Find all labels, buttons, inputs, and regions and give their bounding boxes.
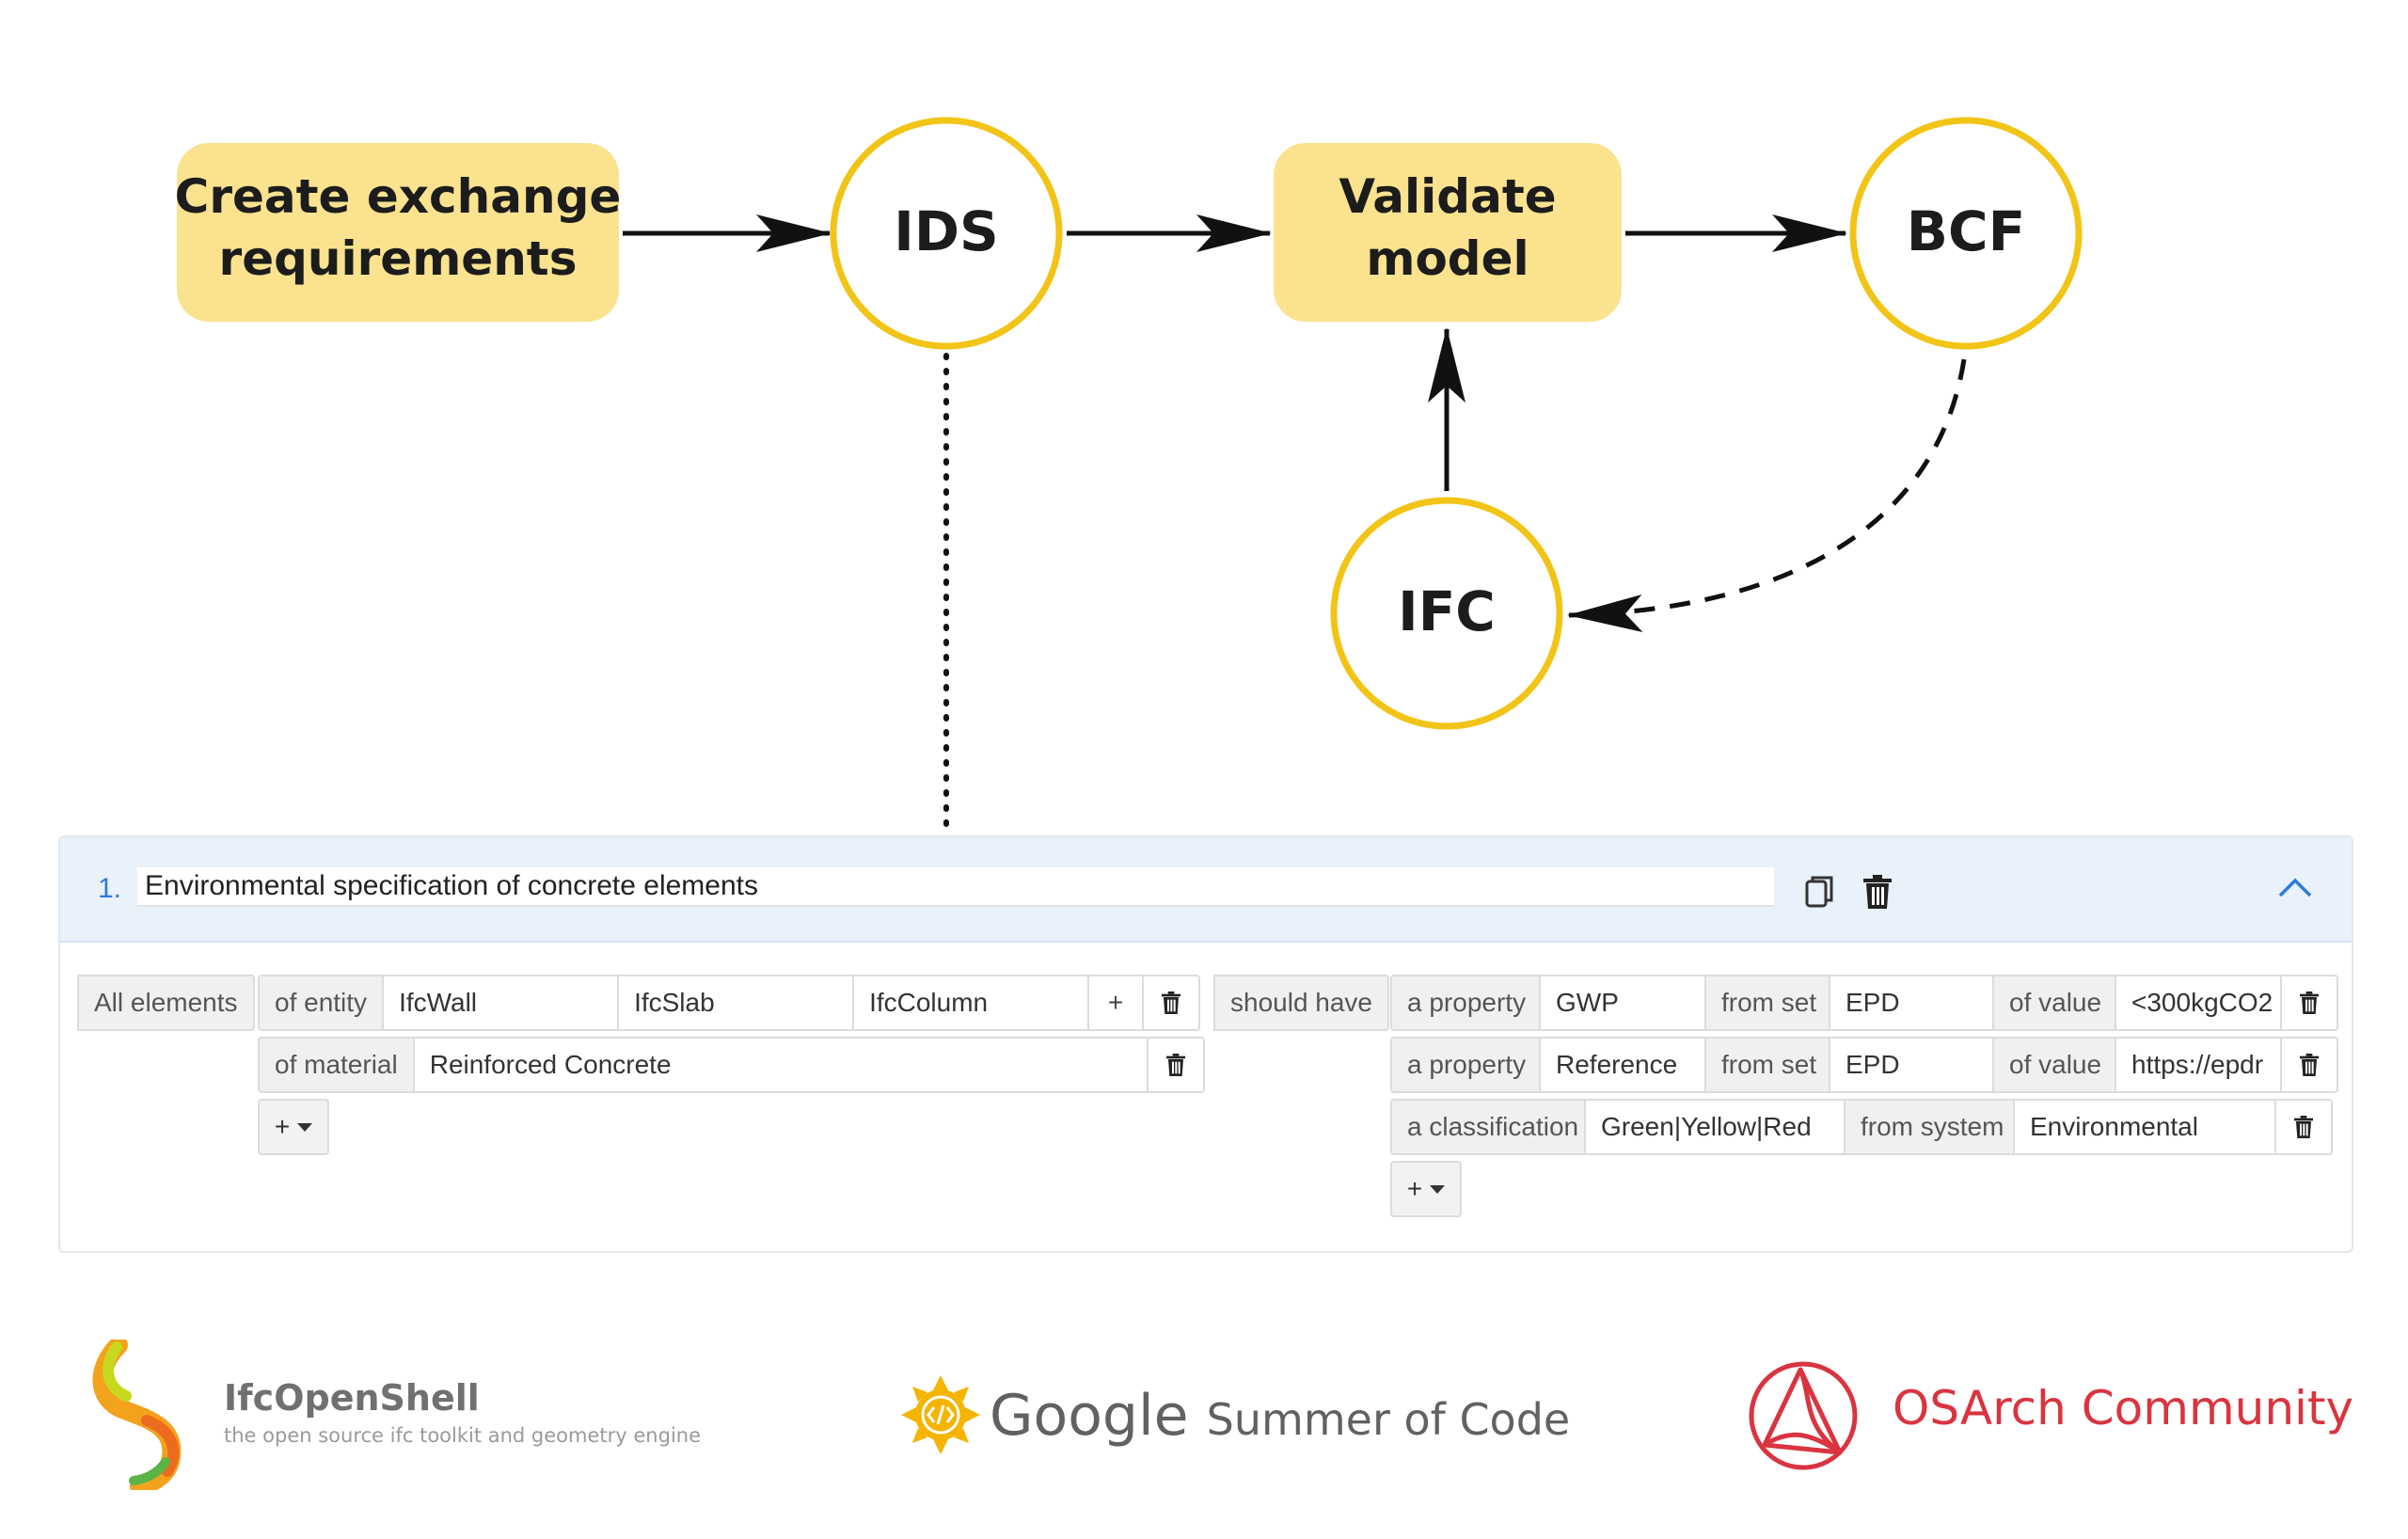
osarch-name: OSArch Community [1893, 1381, 2354, 1436]
entity-facet-row: of entity IfcWall IfcSlab IfcColumn + [258, 975, 1201, 1031]
node-validate-model: Validate model [1274, 143, 1622, 322]
delete-requirement-button[interactable] [2280, 1037, 2338, 1093]
requirement-row: a property GWP from set EPD of value <30… [1390, 975, 2338, 1031]
trash-icon [2300, 1054, 2319, 1076]
facet-label: a property [1390, 975, 1541, 1031]
spec-name-input[interactable]: Environmental specification of concrete … [137, 867, 1774, 907]
add-requirement-button[interactable]: + [1390, 1161, 1462, 1217]
gsoc-summer-of-code: Summer of Code [1206, 1394, 1571, 1445]
entity-value-input[interactable]: IfcSlab [617, 975, 855, 1031]
should-have-label-row: should have [1213, 975, 1390, 1031]
arrow-bcf-to-ifc [1567, 358, 1967, 632]
classification-system-input[interactable]: Environmental [2013, 1099, 2276, 1155]
facet-label: a property [1390, 1037, 1541, 1093]
osarch-logo-icon [1749, 1361, 1858, 1470]
ifcopenshell-name: IfcOpenShell [224, 1377, 480, 1419]
add-entity-button[interactable]: + [1087, 975, 1145, 1031]
node-create-line1: Create exchange [175, 169, 622, 224]
trash-icon [2300, 992, 2319, 1014]
material-facet-label: of material [258, 1037, 415, 1093]
material-value-input[interactable]: Reinforced Concrete [412, 1037, 1149, 1093]
copy-icon[interactable] [1802, 873, 1836, 911]
collapse-chevron-icon[interactable] [2276, 873, 2314, 901]
delete-entity-button[interactable] [1142, 975, 1201, 1031]
caret-down-icon [297, 1122, 313, 1132]
property-value-input[interactable]: https://epdr [2115, 1037, 2282, 1093]
trash-icon [2294, 1116, 2313, 1138]
specification-header: 1. Environmental specification of concre… [60, 837, 2352, 943]
of-value-label: of value [1992, 975, 2116, 1031]
facet-label: a classification [1390, 1099, 1586, 1155]
ifcopenshell-logo-icon [92, 1340, 182, 1490]
gsoc-sun-icon [901, 1375, 980, 1454]
property-name-input[interactable]: GWP [1539, 975, 1706, 1031]
trash-icon[interactable] [1861, 873, 1894, 911]
ifcopenshell-tagline: the open source ifc toolkit and geometry… [224, 1424, 702, 1447]
add-requirement-label: + [1406, 1174, 1423, 1203]
should-have-label: should have [1213, 975, 1390, 1031]
classification-value-input[interactable]: Green|Yellow|Red [1584, 1099, 1846, 1155]
add-applicability-label: + [274, 1112, 291, 1141]
caret-down-icon [1430, 1184, 1446, 1194]
all-elements-label: All elements [77, 975, 255, 1031]
add-applicability-button[interactable]: + [258, 1099, 329, 1155]
requirement-row: a classification Green|Yellow|Red from s… [1390, 1099, 2333, 1155]
node-ifc: IFC [1330, 497, 1563, 730]
flow-diagram: Create exchange requirements IDS Validat… [175, 117, 2083, 827]
property-name-input[interactable]: Reference [1539, 1037, 1706, 1093]
of-value-label: of value [1992, 1037, 2116, 1093]
trash-icon [1162, 992, 1181, 1014]
node-validate-line2: model [1366, 231, 1529, 286]
delete-material-button[interactable] [1146, 1037, 1205, 1093]
node-ifc-label: IFC [1398, 579, 1496, 643]
entity-value-input[interactable]: IfcColumn [852, 975, 1090, 1031]
trash-icon [1165, 1054, 1185, 1076]
gsoc-wordmark: Google Summer of Code [990, 1383, 1570, 1449]
material-facet-row: of material Reinforced Concrete [258, 1037, 1205, 1093]
entity-facet-label: of entity [258, 975, 385, 1031]
property-value-input[interactable]: <300kgCO2 [2115, 975, 2282, 1031]
from-system-label: from system [1844, 1099, 2015, 1155]
node-validate-line1: Validate [1339, 169, 1556, 224]
node-bcf-label: BCF [1907, 199, 2025, 263]
property-set-input[interactable]: EPD [1829, 1037, 1994, 1093]
specification-card: 1. Environmental specification of concre… [58, 835, 2353, 1253]
entity-value-input[interactable]: IfcWall [382, 975, 620, 1031]
spec-number: 1. [98, 873, 122, 904]
node-ids: IDS [830, 117, 1063, 350]
applicability-scope: All elements [77, 975, 255, 1031]
property-set-input[interactable]: EPD [1829, 975, 1994, 1031]
delete-requirement-button[interactable] [2274, 1099, 2333, 1155]
node-ids-label: IDS [894, 199, 999, 263]
node-bcf: BCF [1849, 117, 2083, 350]
from-set-label: from set [1704, 975, 1830, 1031]
from-set-label: from set [1704, 1037, 1830, 1093]
gsoc-google: Google [990, 1383, 1189, 1449]
node-create-requirements: Create exchange requirements [175, 143, 622, 322]
delete-requirement-button[interactable] [2280, 975, 2338, 1031]
node-create-line2: requirements [219, 231, 578, 286]
requirement-row: a property Reference from set EPD of val… [1390, 1037, 2338, 1093]
